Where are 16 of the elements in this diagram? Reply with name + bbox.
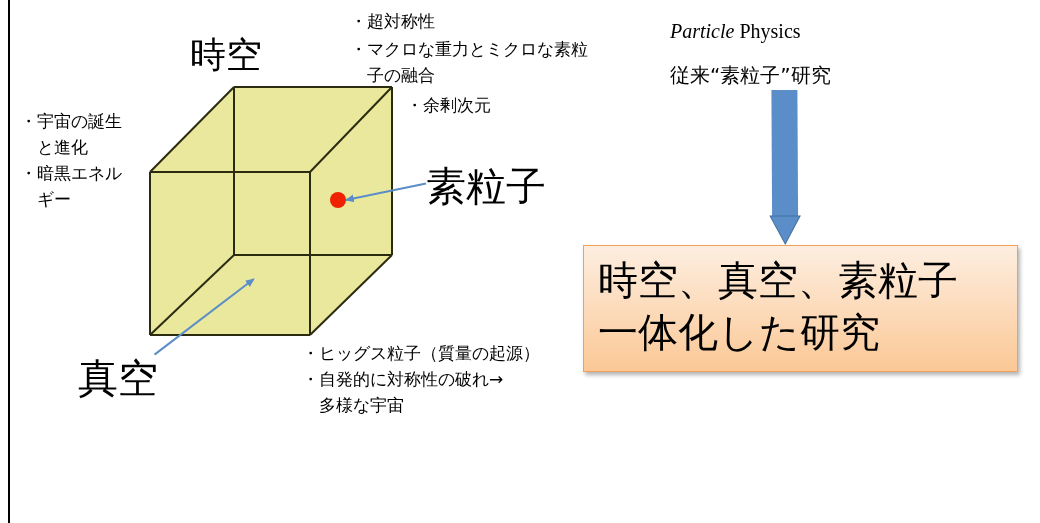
unified-research-box: 時空、真空、素粒子一体化した研究: [583, 245, 1018, 372]
bullet-text: ・宇宙の誕生と進化: [20, 110, 123, 159]
bullet-text: ・マクロな重力とミクロな素粒子の融合: [350, 38, 589, 87]
bullet-text: ・暗黒エネルギー: [20, 162, 123, 211]
leader-arrow: [345, 182, 427, 203]
bullet-text: ・超対称性: [350, 10, 436, 33]
conventional-research-label: 従来“素粒子”研究: [670, 62, 890, 90]
subject-heading: Particle Physics: [670, 19, 802, 44]
bullet-text: ・ヒッグス粒子（質量の起源）: [302, 342, 541, 365]
bullet-text: ・余剰次元: [406, 94, 492, 117]
leader-arrow: [153, 278, 255, 356]
block-arrow: [769, 89, 801, 245]
spacetime-heading: 時空: [190, 33, 263, 77]
particle-label: 素粒子: [426, 160, 556, 212]
vacuum-label: 真空: [78, 352, 168, 404]
bullet-text: ・自発的に対称性の破れ→多様な宇宙: [302, 368, 505, 417]
